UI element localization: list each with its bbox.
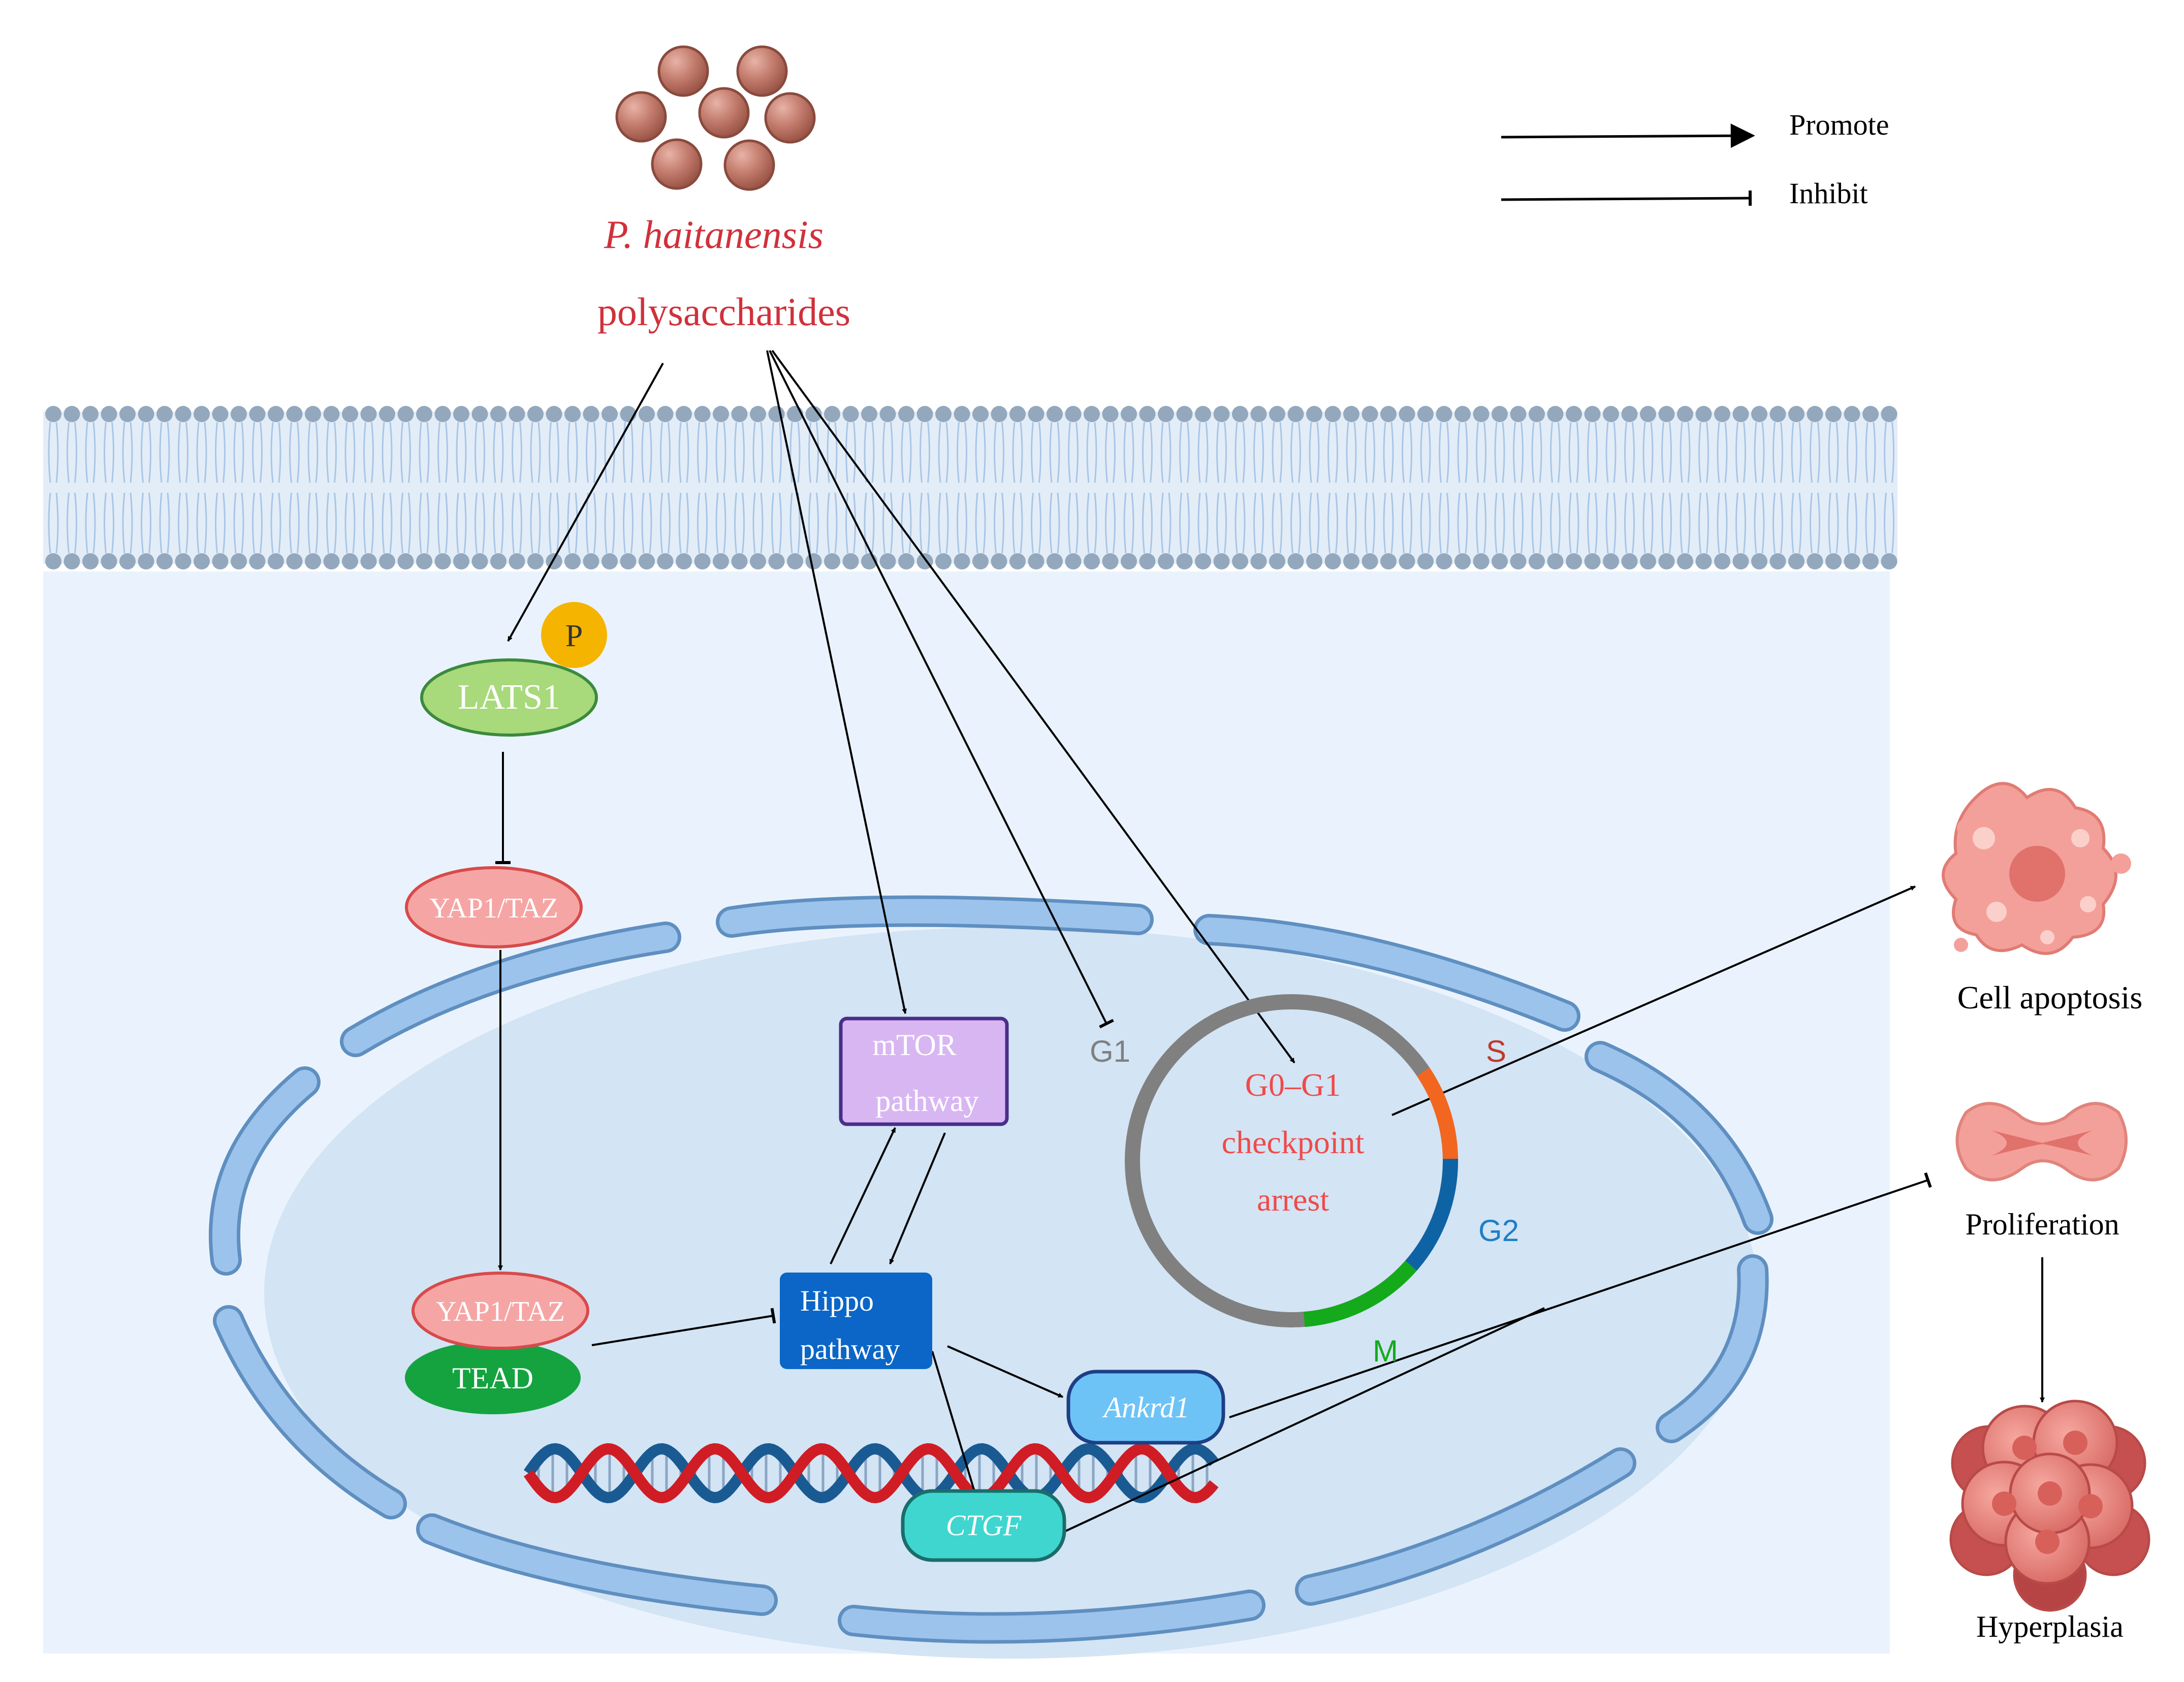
phase-g2-label: G2 (1478, 1214, 1519, 1248)
arrow-hippo-to-ankrd1 (947, 1345, 1063, 1398)
tead-node (405, 1341, 581, 1414)
arrow-polysaccharides-to-mtor (766, 350, 907, 1014)
line-ctgf-to-proliferation (1064, 1307, 1545, 1533)
arrow-checkpoint-to-apoptosis (1391, 885, 1916, 1116)
mtor-label-line1: mTOR (872, 1028, 957, 1062)
yap-taz-nucleus-label: YAP1/TAZ (436, 1296, 565, 1327)
apoptosis-label: Cell apoptosis (1957, 979, 2142, 1015)
species-name: P. haitanensis (604, 212, 824, 257)
phospho-badge (541, 602, 607, 668)
membrane-heads (45, 406, 1897, 569)
legend-promote-label: Promote (1789, 108, 1889, 141)
tead-label: TEAD (452, 1361, 533, 1395)
inhibit-ankrd1-to-proliferation (1229, 1172, 1932, 1418)
mtor-pathway-node: mTOR pathway (839, 1017, 1009, 1126)
lats1-node: LATS1 P (420, 602, 607, 737)
polysaccharide-spheres-icon (615, 45, 816, 191)
arrow-polysaccharides-to-lats1 (507, 363, 664, 642)
membrane-tails (48, 422, 1894, 554)
inhibit-yap-tead-to-hippo (591, 1308, 776, 1346)
phase-g1-label: G1 (1090, 1034, 1130, 1068)
cycle-phase-s (1416, 1067, 1458, 1159)
hyperplasia-label: Hyperplasia (1976, 1610, 2124, 1643)
apoptotic-cell-icon (1942, 782, 2131, 955)
ctgf-node: CTGF (901, 1489, 1066, 1562)
phospho-label: P (565, 619, 583, 653)
legend-promote-arrow (1501, 123, 1755, 148)
yap-taz-cytoplasm-node: YAP1/TAZ (405, 866, 583, 948)
hippo-label-line1: Hippo (800, 1284, 874, 1317)
yap-taz-nucleus-node (412, 1272, 589, 1350)
hyperplasia-cluster-icon (1949, 1400, 2150, 1612)
dividing-cell-icon (1955, 1102, 2128, 1182)
legend: Promote Inhibit (1501, 108, 1889, 210)
nuclear-envelope (209, 895, 1774, 1644)
cycle-phase-m (1303, 1260, 1417, 1327)
cycle-phase-g2 (1405, 1159, 1459, 1271)
cell-membrane (43, 406, 1897, 569)
yap-taz-tead-complex: TEAD YAP1/TAZ (405, 1272, 589, 1414)
arrow-hippo-to-mtor (830, 1127, 896, 1264)
compound-name: polysaccharides (597, 290, 850, 334)
proliferation-label: Proliferation (1965, 1208, 2119, 1241)
legend-inhibit-line (1501, 190, 1752, 206)
mtor-label-line2: pathway (875, 1084, 978, 1118)
arrow-polysaccharides-to-checkpoint (771, 350, 1295, 1064)
ankrd1-node: Ankrd1 (1066, 1370, 1225, 1445)
cell-cycle-ring: G1 S G2 M G0–G1 checkpoint arrest (1090, 994, 1519, 1368)
checkpoint-label-line3: arrest (1257, 1182, 1329, 1218)
checkpoint-label-line1: G0–G1 (1245, 1067, 1341, 1103)
connectors (495, 350, 2045, 1533)
ctgf-label: CTGF (946, 1509, 1022, 1542)
arrow-mtor-to-hippo (889, 1132, 946, 1264)
inhibit-polysaccharides-to-g1 (769, 350, 1114, 1029)
hippo-label-line2: pathway (800, 1332, 900, 1366)
dna-helix (523, 1443, 1219, 1504)
yap-taz-cytoplasm-label: YAP1/TAZ (429, 893, 558, 924)
hippo-pathway-node: Hippo pathway (780, 1273, 932, 1369)
lats1-label: LATS1 (458, 678, 560, 717)
ankrd1-label: Ankrd1 (1102, 1391, 1190, 1424)
checkpoint-label-line2: checkpoint (1222, 1124, 1365, 1160)
phase-m-label: M (1373, 1334, 1398, 1368)
arrow-hippo-to-ctgf (931, 1351, 977, 1495)
legend-inhibit-label: Inhibit (1789, 177, 1868, 210)
phase-s-label: S (1486, 1034, 1506, 1068)
